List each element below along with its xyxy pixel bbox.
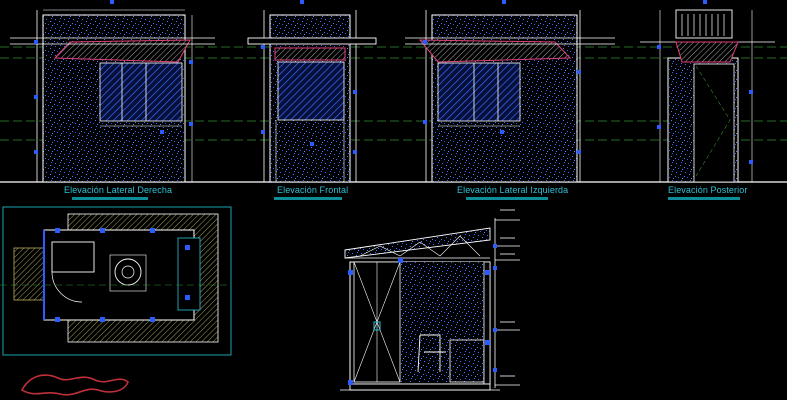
front-elevation xyxy=(247,10,377,183)
rear-elevation-label: Elevación Posterior xyxy=(668,185,748,195)
floor-plan xyxy=(0,206,232,356)
planter-outline xyxy=(20,374,129,396)
dimension-markers xyxy=(34,0,753,164)
rear-elevation xyxy=(640,9,775,183)
left-elevation-underline xyxy=(466,197,548,200)
cross-section xyxy=(340,209,520,391)
right-elevation-label: Elevación Lateral Derecha xyxy=(64,185,173,195)
rear-elevation-underline xyxy=(668,197,740,200)
left-elevation-label: Elevación Lateral Izquierda xyxy=(457,185,569,195)
right-elevation-underline xyxy=(72,197,148,200)
right-side-elevation xyxy=(10,9,215,183)
left-side-elevation xyxy=(405,10,615,183)
front-elevation-label: Elevación Frontal xyxy=(277,185,349,195)
front-elevation-underline xyxy=(274,197,342,200)
